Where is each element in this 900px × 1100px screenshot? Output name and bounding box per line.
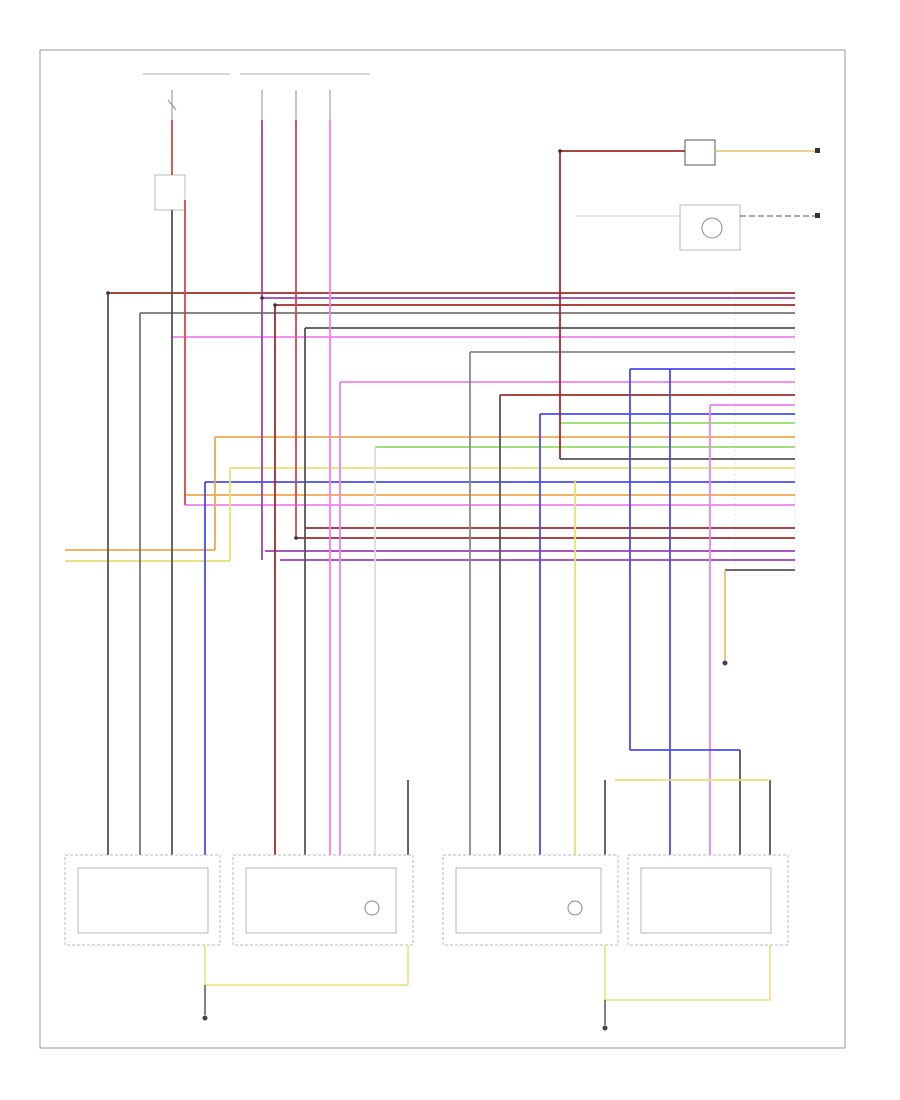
fuse-box-left (143, 73, 230, 120)
module-lr-bulb-icon (364, 900, 380, 916)
module-lf (64, 854, 221, 946)
module-rr (442, 854, 619, 946)
light-bulb-icon (701, 217, 723, 239)
module-rf (627, 854, 789, 946)
diagram-frame (39, 49, 846, 1049)
ground-right-icon (602, 1025, 608, 1031)
light-unit-box (679, 204, 741, 251)
bus-lines (108, 292, 795, 571)
relay-box (684, 139, 716, 166)
ground-top-right (815, 148, 820, 153)
fuse-box-center (240, 73, 370, 120)
ground-left-icon (202, 1015, 208, 1021)
junction-dots (106, 149, 562, 540)
module-lr (232, 854, 414, 946)
ground-top-right-2 (815, 213, 820, 218)
module-rr-bulb-icon (567, 900, 583, 916)
vertical-wires (107, 120, 771, 855)
ground-cluster-icon (722, 660, 728, 666)
ground-wires (204, 945, 771, 1025)
connector-right (734, 289, 796, 576)
door-switch (154, 174, 186, 211)
